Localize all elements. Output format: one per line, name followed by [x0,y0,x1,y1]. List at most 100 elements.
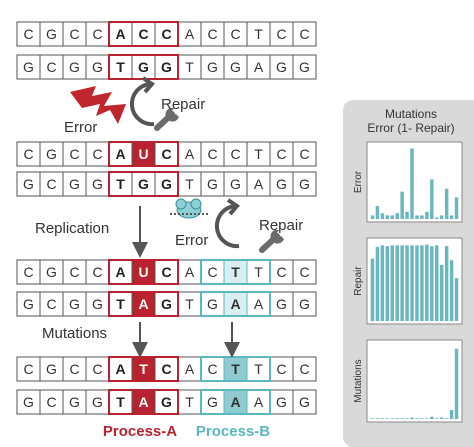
mini-chart-bar [430,416,434,419]
base-letter: A [254,296,264,312]
mini-chart-bar [410,417,414,419]
base-letter: C [230,26,240,42]
repair-label-2: Repair [259,217,303,234]
base-letter: T [231,361,240,377]
base-letter: C [299,26,309,42]
mini-chart-bar [385,246,390,321]
base-letter: U [138,146,148,162]
base-letter: C [69,264,79,280]
base-letter: G [92,176,103,192]
mini-chart-bar [385,418,390,419]
mini-chart-bar [400,418,404,419]
mini-chart-bar [370,418,375,419]
base-letter: G [69,176,80,192]
cycle-arrow-icon [214,198,241,249]
base-letter: G [46,361,57,377]
base-letter: C [46,59,56,75]
base-letter: C [23,361,33,377]
base-letter: C [69,26,79,42]
base-letter: G [207,296,218,312]
base-letter: C [207,146,217,162]
mini-chart-ylabel: Mutations [353,359,364,402]
base-letter: G [207,394,218,410]
lightning-icon [70,86,126,124]
base-letter: G [207,59,218,75]
mini-chart-bar [439,264,444,321]
base-letter: G [299,296,310,312]
polymerase-icon [170,198,210,219]
repair-label-1: Repair [161,96,205,113]
mini-chart-frame [366,141,463,223]
base-letter: G [299,394,310,410]
base-letter: A [230,296,240,312]
base-letter: C [23,146,33,162]
base-letter: C [230,146,240,162]
base-letter: T [116,296,125,312]
base-letter: G [138,59,149,75]
mini-chart-bar [444,188,449,219]
process-b-highlight [200,291,271,317]
base-letter: C [161,361,171,377]
base-cell [292,21,317,47]
mini-chart-bar [435,245,439,321]
base-letter: A [254,394,264,410]
mini-chart-bar [410,148,414,219]
base-letter: A [185,264,195,280]
base-letter: G [230,59,241,75]
base-letter: G [230,176,241,192]
mini-chart-bar [420,418,424,419]
wrench-icon [259,230,284,253]
base-letter: A [138,296,148,312]
base-letter: T [231,264,240,280]
base-letter: C [92,26,102,42]
base-letter: C [207,264,217,280]
mini-chart-bar [425,418,429,419]
mini-chart-bar [390,418,394,419]
base-letter: T [185,59,194,75]
base-letter: G [69,59,80,75]
error-label-1: Error [64,119,97,136]
mini-chart-bar [410,245,414,321]
base-letter: G [92,394,103,410]
process-a-highlight [108,141,179,167]
base-letter: C [138,26,148,42]
base-letter: A [115,264,125,280]
wrench-icon [154,108,179,131]
mini-chart-bar [400,191,404,219]
mini-chart-bar [415,418,419,419]
base-letter: C [299,361,309,377]
base-letter: G [23,176,34,192]
base-letter: G [299,176,310,192]
process-b-highlight [200,259,271,285]
base-letter: T [185,394,194,410]
process-a-highlight [108,259,179,285]
base-letter: T [185,176,194,192]
base-letter: G [207,176,218,192]
base-letter: C [46,296,56,312]
base-letter: G [46,264,57,280]
base-letter: A [115,26,125,42]
process-a-highlight [108,291,179,317]
mini-chart-bar [420,245,424,321]
base-letter: C [161,264,171,280]
base-cell [292,389,317,415]
panel-title-line1: Mutations [385,107,437,121]
base-letter: C [92,146,102,162]
base-letter: C [276,146,286,162]
mini-chart-bar [454,197,459,219]
base-letter: G [161,296,172,312]
mini-chart-bar [454,348,459,419]
mini-chart-bar [430,179,434,219]
base-letter: C [46,394,56,410]
mini-chart-bar [395,418,399,419]
mini-chart-bar [385,215,390,219]
process-a-label: Process-A [103,423,177,440]
base-letter: G [69,394,80,410]
mini-chart-bar [425,244,429,321]
base-letter: C [23,26,33,42]
mini-chart-bar [449,260,454,321]
base-letter: T [254,146,263,162]
